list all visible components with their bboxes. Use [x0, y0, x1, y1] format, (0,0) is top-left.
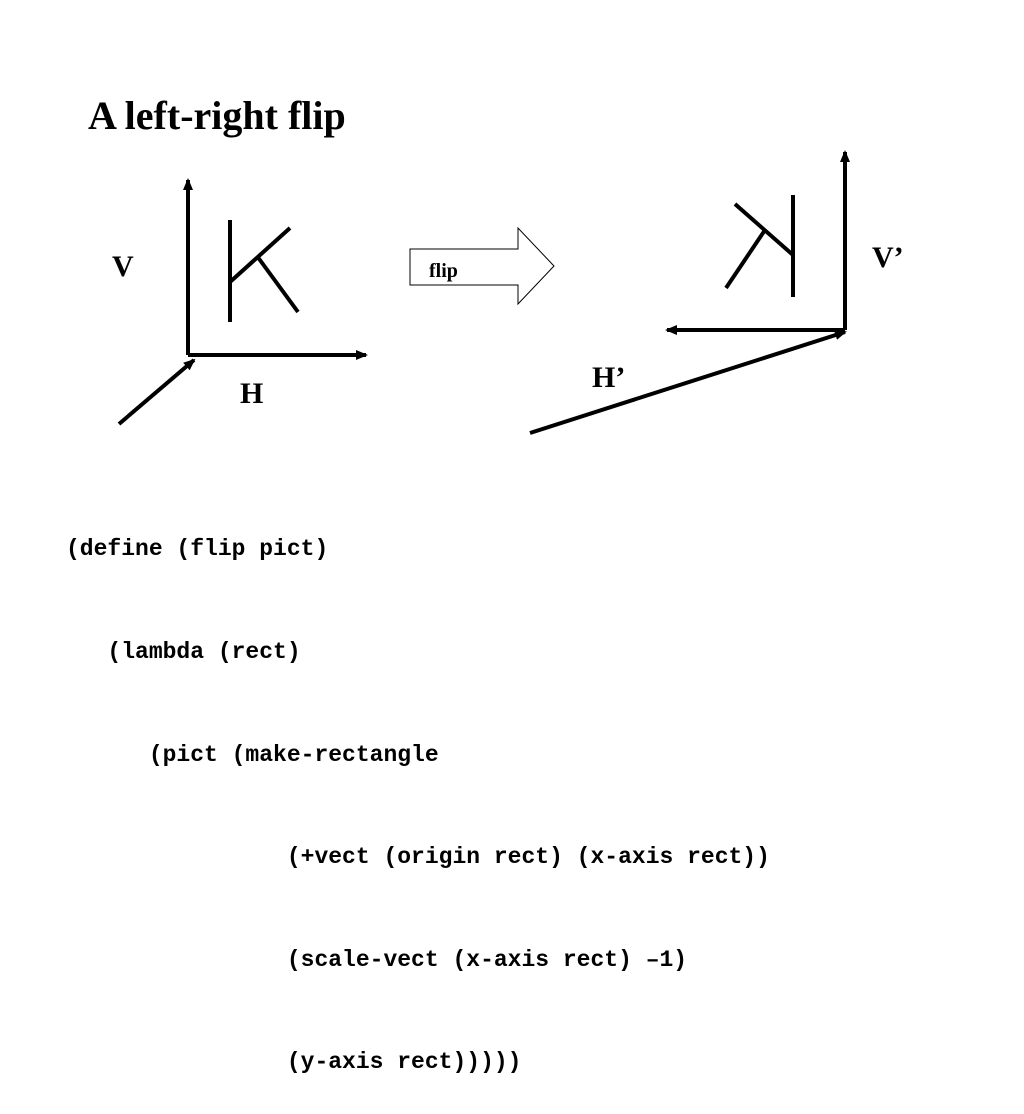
- slide-title: A left-right flip: [88, 93, 346, 138]
- code-line: (+vect (origin rect) (x-axis rect)): [66, 844, 770, 871]
- flip-arrow-label: flip: [429, 260, 458, 282]
- code-line: (lambda (rect): [66, 639, 301, 666]
- flip-arrow: flip: [409, 226, 555, 306]
- original-origin-vector: [117, 358, 196, 426]
- flipped-picture-k: [724, 195, 795, 297]
- code-line: (y-axis rect))))): [66, 1049, 522, 1076]
- flipped-frame: V’ H’: [529, 150, 904, 435]
- code-line: (scale-vect (x-axis rect) –1): [66, 946, 688, 973]
- original-picture-k: [228, 220, 300, 322]
- original-h-label: H: [240, 377, 263, 410]
- flipped-h-label: H’: [592, 361, 625, 394]
- flip-diagram: V H flip V’ H’: [112, 150, 904, 435]
- code-block: (define (flip pict) (lambda (rect) (pict…: [66, 464, 770, 1114]
- flip-arrow-shape: [409, 226, 555, 306]
- flipped-origin-vector: [529, 330, 847, 435]
- code-line: (define (flip pict): [66, 536, 329, 563]
- original-v-label: V: [112, 250, 134, 283]
- original-frame: V H: [112, 178, 368, 426]
- code-line: (pict (make-rectangle: [66, 741, 439, 768]
- flipped-v-label: V’: [872, 241, 904, 274]
